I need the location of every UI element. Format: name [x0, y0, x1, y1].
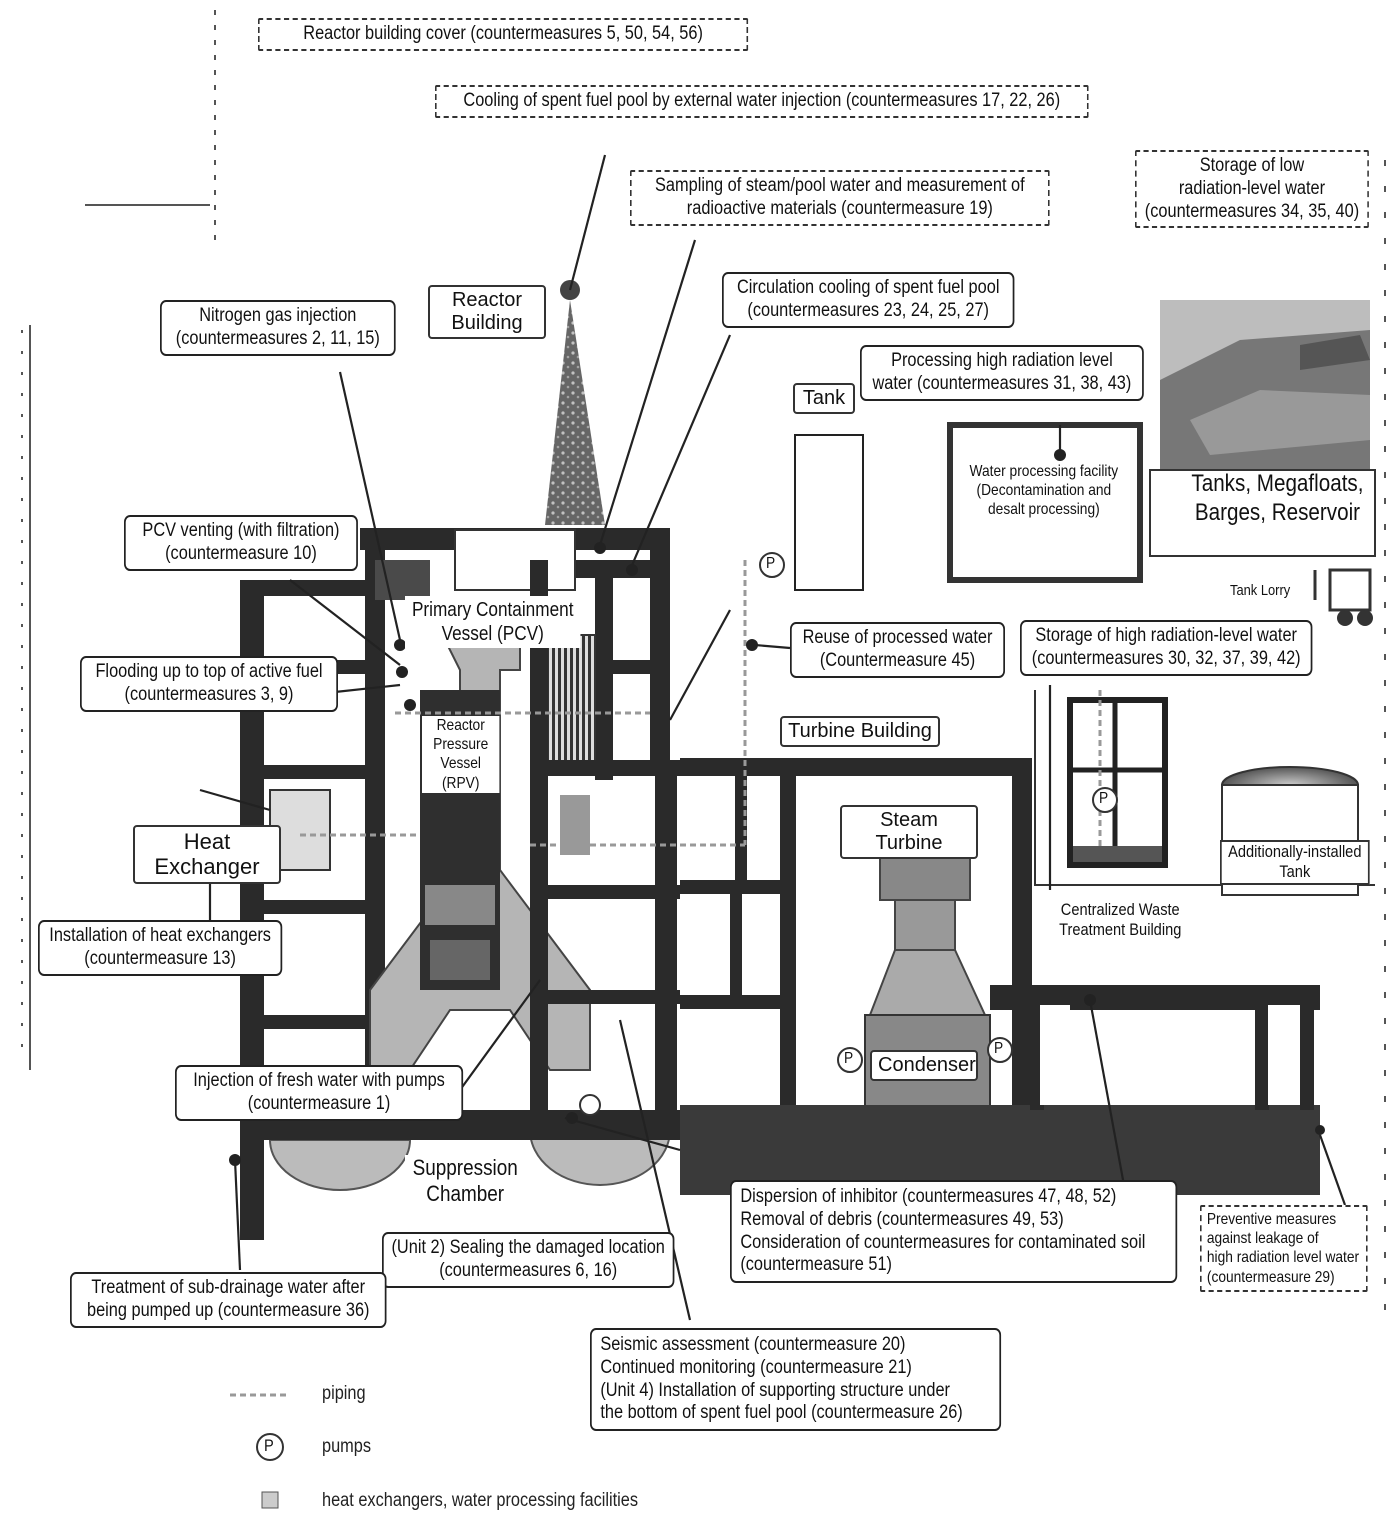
- callout-flooding: Flooding up to top of active fuel (count…: [80, 656, 338, 712]
- legend-heat-exchangers: heat exchangers, water processing facili…: [322, 1490, 639, 1511]
- label-tank-lorry: Tank Lorry: [1230, 582, 1291, 599]
- leader-lines: [199, 154, 1347, 1321]
- pump-symbols: [579, 552, 1118, 1116]
- label-suppression-chamber: Suppression Chamber: [405, 1155, 526, 1208]
- callout-preventive: Preventive measures against leakage of h…: [1200, 1205, 1368, 1292]
- callout-heat-exchangers: Installation of heat exchangers (counter…: [38, 920, 283, 976]
- callout-storage-high: Storage of high radiation-level water (c…: [1020, 620, 1313, 676]
- callout-seismic: Seismic assessment (countermeasure 20) C…: [590, 1328, 1002, 1432]
- label-steam-turbine: Steam Turbine: [840, 805, 978, 859]
- callout-pcv-venting: PCV venting (with filtration) (counterme…: [124, 515, 358, 571]
- legend-pump-symbol: P: [264, 1436, 274, 1455]
- pump-label: P: [994, 1040, 1004, 1057]
- water-facility-structure: [794, 285, 1376, 626]
- label-water-facility: Water processing facility (Decontaminati…: [969, 463, 1119, 519]
- label-turbine-building: Turbine Building: [780, 716, 940, 747]
- legend-symbols: [230, 1393, 290, 1509]
- callout-reactor-cover: Reactor building cover (countermeasures …: [258, 18, 749, 51]
- label-reactor-building: Reactor Building: [428, 285, 546, 339]
- pump-label: P: [844, 1050, 854, 1067]
- label-rpv: Reactor Pressure Vessel (RPV): [422, 716, 500, 793]
- piping-lines: [300, 560, 1102, 850]
- label-tank: Tank: [793, 383, 855, 414]
- scan-margin-marks: [21, 10, 1386, 1320]
- pump-label: P: [766, 555, 776, 572]
- label-centralized-waste: Centralized Waste Treatment Building: [1059, 900, 1182, 940]
- label-additional-tank: Additionally-installed Tank: [1220, 840, 1370, 885]
- callout-storage-low: Storage of low radiation-level water (co…: [1135, 150, 1369, 229]
- pump-label: P: [1099, 790, 1109, 807]
- callout-nitrogen: Nitrogen gas injection (countermeasures …: [160, 300, 396, 356]
- callout-sealing: (Unit 2) Sealing the damaged location (c…: [382, 1232, 675, 1288]
- label-pcv: Primary Containment Vessel (PCV): [405, 596, 581, 648]
- callout-reuse: Reuse of processed water (Countermeasure…: [790, 622, 1005, 678]
- callout-circulation: Circulation cooling of spent fuel pool (…: [722, 272, 1015, 328]
- label-tanks-megafloats: Tanks, Megafloats, Barges, Reservoir: [1191, 470, 1364, 526]
- callout-dispersion: Dispersion of inhibitor (countermeasures…: [730, 1180, 1178, 1284]
- label-condenser: Condenser: [870, 1050, 978, 1081]
- callout-subdrainage: Treatment of sub-drainage water after be…: [70, 1272, 387, 1328]
- label-heat-exchanger: Heat Exchanger: [133, 825, 281, 884]
- callout-external-injection: Cooling of spent fuel pool by external w…: [435, 85, 1089, 118]
- callout-fresh-water: Injection of fresh water with pumps (cou…: [175, 1065, 464, 1121]
- callout-sampling: Sampling of steam/pool water and measure…: [630, 170, 1050, 226]
- callout-processing-high: Processing high radiation level water (c…: [860, 345, 1144, 401]
- legend-pumps: pumps: [322, 1436, 372, 1457]
- spray-column: [545, 280, 605, 525]
- legend-piping: piping: [322, 1383, 366, 1404]
